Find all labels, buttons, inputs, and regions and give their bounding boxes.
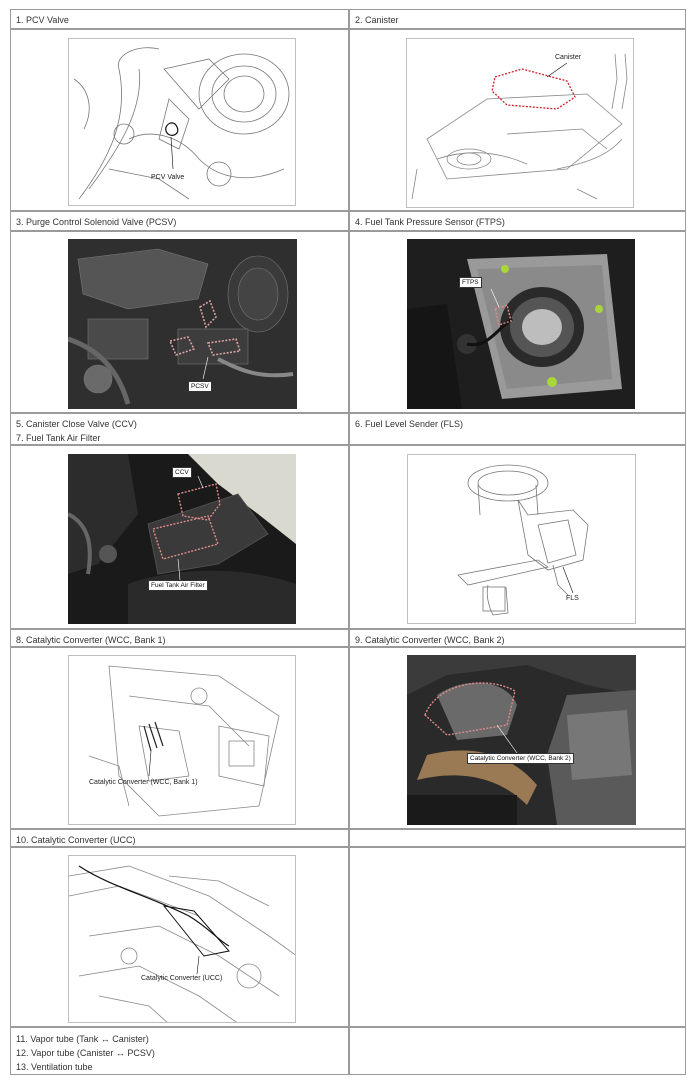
cell-body-wcc-bank1: Catalytic Converter (WCC, Bank 1) [10,647,349,829]
ccv-filter-photo: CCV Fuel Tank Air Filter [68,454,296,624]
cell-body-ucc: Catalytic Converter (UCC) [10,847,349,1027]
ucc-diagram: Catalytic Converter (UCC) [68,855,296,1023]
cell-header-wcc-bank2: 9. Catalytic Converter (WCC, Bank 2) [349,629,686,647]
cell-header-pcsv: 3. Purge Control Solenoid Valve (PCSV) [10,211,349,231]
cell-header-pcv-valve: 1. PCV Valve [10,9,349,29]
wcc-bank1-diagram: Catalytic Converter (WCC, Bank 1) [68,655,296,825]
ftps-photo: FTPS [407,239,635,409]
cell-title: 1. PCV Valve [16,15,69,25]
cell-body-empty [349,847,686,1027]
footer-empty-cell [349,1027,686,1075]
cell-title: 6. Fuel Level Sender (FLS) [355,419,464,429]
vapor-tube-list: 11. Vapor tube (Tank ↔ Canister) 12. Vap… [10,1027,349,1075]
cell-body-canister: Canister [349,29,686,211]
cell-body-ccv-filter: CCV Fuel Tank Air Filter [10,445,349,629]
cell-title: 9. Catalytic Converter (WCC, Bank 2) [355,635,505,645]
footer-line-2: 12. Vapor tube (Canister ↔ PCSV) [16,1048,155,1058]
cell-title: 3. Purge Control Solenoid Valve (PCSV) [16,217,177,227]
cell-header-ucc: 10. Catalytic Converter (UCC) [10,829,349,847]
cell-title-line-2: 7. Fuel Tank Air Filter [16,433,101,443]
pcv-valve-callout: PCV Valve [151,174,184,181]
cell-header-fls: 6. Fuel Level Sender (FLS) [349,413,686,445]
pcsv-callout: PCSV [188,381,212,392]
cell-title: 10. Catalytic Converter (UCC) [16,835,136,845]
fuel-tank-air-filter-callout: Fuel Tank Air Filter [148,580,208,591]
footer-line-3: 13. Ventilation tube [16,1062,93,1072]
canister-diagram: Canister [406,38,634,208]
cell-header-wcc-bank1: 8. Catalytic Converter (WCC, Bank 1) [10,629,349,647]
footer-line-1: 11. Vapor tube (Tank ↔ Canister) [16,1034,149,1044]
cell-header-ccv-filter: 5. Canister Close Valve (CCV) 7. Fuel Ta… [10,413,349,445]
cell-header-canister: 2. Canister [349,9,686,29]
wcc-bank2-photo: Catalytic Converter (WCC, Bank 2) [407,655,636,825]
cell-body-pcsv: PCSV [10,231,349,413]
ftps-callout: FTPS [459,277,482,288]
cell-body-pcv-valve: PCV Valve [10,29,349,211]
pcsv-photo: PCSV [68,239,297,409]
canister-callout: Canister [555,54,582,61]
cell-body-fls: FLS [349,445,686,629]
cell-body-wcc-bank2: Catalytic Converter (WCC, Bank 2) [349,647,686,829]
cell-title-line-1: 5. Canister Close Valve (CCV) [16,419,137,429]
fls-diagram: FLS [407,454,636,624]
pcv-valve-diagram: PCV Valve [68,38,296,206]
ccv-callout: CCV [172,467,192,478]
fls-callout: FLS [566,595,579,602]
wcc-bank2-callout: Catalytic Converter (WCC, Bank 2) [467,753,574,764]
cell-title: 8. Catalytic Converter (WCC, Bank 1) [16,635,166,645]
cell-title: 4. Fuel Tank Pressure Sensor (FTPS) [355,217,505,227]
cell-header-ftps: 4. Fuel Tank Pressure Sensor (FTPS) [349,211,686,231]
wcc-bank1-callout: Catalytic Converter (WCC, Bank 1) [89,779,198,786]
cell-header-empty [349,829,686,847]
cell-body-ftps: FTPS [349,231,686,413]
ucc-callout: Catalytic Converter (UCC) [141,975,222,982]
cell-title: 2. Canister [355,15,399,25]
